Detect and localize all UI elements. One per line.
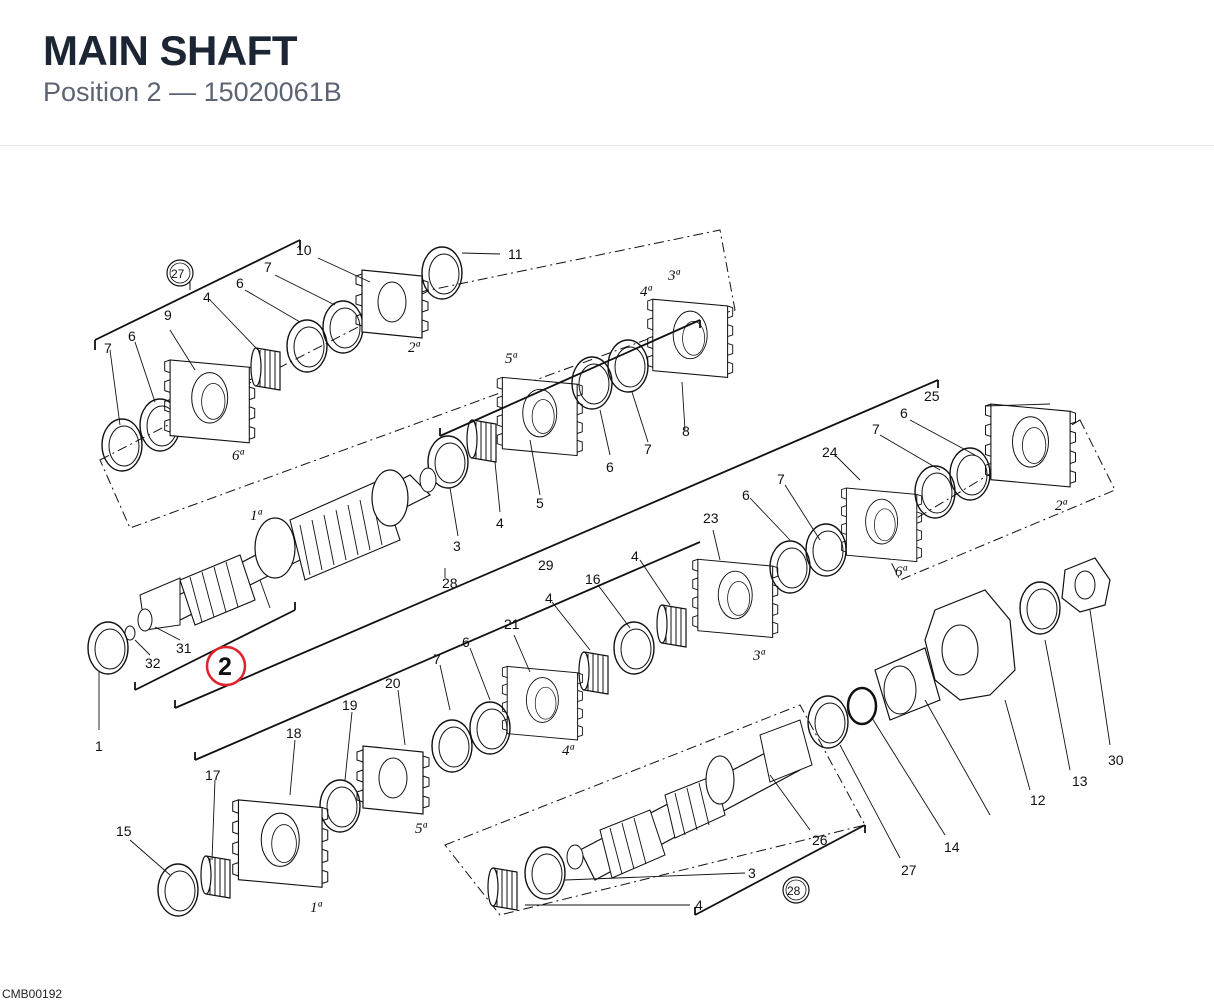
exploded-diagram: 7 6 9 4 6 7 10 11 8 7 6 5 4 3 28 29 31 3…: [87, 229, 1124, 917]
callout-22: 23: [703, 510, 719, 526]
page-subtitle: Position 2 — 15020061B: [43, 77, 342, 107]
callout-21: 21: [504, 616, 520, 632]
callout-27: 28: [442, 575, 458, 591]
main-shaft: [87, 467, 437, 691]
leader-lines: [98, 252, 1111, 906]
callout-20: 20: [385, 675, 401, 691]
callout-7a: 7: [104, 340, 112, 356]
ordinal-2a-upper: 2ª: [408, 340, 421, 356]
callout-17: 17: [205, 767, 221, 783]
ordinal-3a-upper: 3ª: [667, 268, 681, 284]
callout-7c: 7: [644, 441, 652, 457]
callout-6d: 6: [900, 405, 908, 421]
callout-18: 18: [286, 725, 302, 741]
callout-10: 10: [296, 242, 312, 258]
callout-6c: 6: [606, 459, 614, 475]
callout-23: 24: [822, 444, 838, 460]
ordinal-6a-right: 6ª: [895, 564, 908, 580]
position-marker-label: 2: [218, 653, 232, 681]
callout-13: 13: [1072, 773, 1088, 789]
callout-1: 1: [95, 738, 103, 754]
callout-4e: 4: [695, 897, 703, 913]
part-callouts: 7 6 9 4 6 7 10 11 8 7 6 5 4 3 28 29 31 3…: [95, 242, 1124, 913]
callout-14: 14: [944, 839, 960, 855]
callout-7e: 7: [777, 471, 785, 487]
callout-4d: 4: [545, 590, 553, 606]
callout-24: 25: [924, 388, 940, 404]
page-header: MAIN SHAFT Position 2 — 15020061B: [0, 0, 1214, 146]
ordinal-4a-upper: 4ª: [640, 284, 653, 300]
ordinal-2a-right: 2ª: [1055, 498, 1068, 514]
ordinal-5a-lower: 5ª: [415, 821, 428, 837]
group-marker-27: 27: [166, 259, 194, 287]
callout-7f: 7: [433, 651, 441, 667]
ordinal-1a-shaft: 1ª: [250, 508, 263, 524]
callout-12: 12: [1030, 792, 1046, 808]
callout-3b: 3: [748, 865, 756, 881]
callout-9: 9: [164, 307, 172, 323]
callout-15: 15: [116, 823, 132, 839]
callout-7d: 7: [872, 421, 880, 437]
callout-6b: 6: [236, 275, 244, 291]
page-title: MAIN SHAFT: [43, 27, 297, 74]
callout-11: 11: [508, 246, 523, 262]
ordinal-4a-lower: 4ª: [562, 743, 575, 759]
callout-7b: 7: [264, 259, 272, 275]
callout-28: 29: [538, 557, 554, 573]
callout-30: 31: [176, 640, 192, 656]
group-marker-27-label: 27: [171, 267, 185, 281]
callout-8: 8: [682, 423, 690, 439]
position-marker[interactable]: 2: [205, 645, 247, 687]
callout-4c: 4: [631, 548, 639, 564]
ordinal-6a-upper: 6ª: [232, 448, 245, 464]
drawing-code: CMB00192: [2, 987, 63, 1001]
ordinal-5a-upper: 5ª: [505, 351, 518, 367]
callout-6a: 6: [128, 328, 136, 344]
group-marker-28: 28: [782, 876, 810, 904]
callout-4b: 4: [496, 515, 504, 531]
callout-25: 26: [812, 832, 828, 848]
callout-29: 30: [1108, 752, 1124, 768]
gear-ordinal-labels: 6ª 2ª 5ª 4ª 3ª 1ª 2ª 6ª 3ª 4ª 5ª 1ª: [232, 268, 1068, 916]
group-27-assembly: [94, 229, 736, 529]
callout-19: 19: [342, 697, 358, 713]
callout-26: 27: [901, 862, 917, 878]
group-marker-28-label: 28: [787, 884, 801, 898]
callout-3a: 3: [453, 538, 461, 554]
callout-5: 5: [536, 495, 544, 511]
lower-shaft-assembly: [444, 557, 1111, 916]
callout-6f: 6: [462, 634, 470, 650]
group-28-assembly: [157, 319, 1116, 917]
callout-4a: 4: [203, 289, 211, 305]
callout-16: 16: [585, 571, 601, 587]
callout-6e: 6: [742, 487, 750, 503]
ordinal-1a-lower: 1ª: [310, 900, 323, 916]
callout-31: 32: [145, 655, 161, 671]
ordinal-3a-right: 3ª: [752, 648, 766, 664]
